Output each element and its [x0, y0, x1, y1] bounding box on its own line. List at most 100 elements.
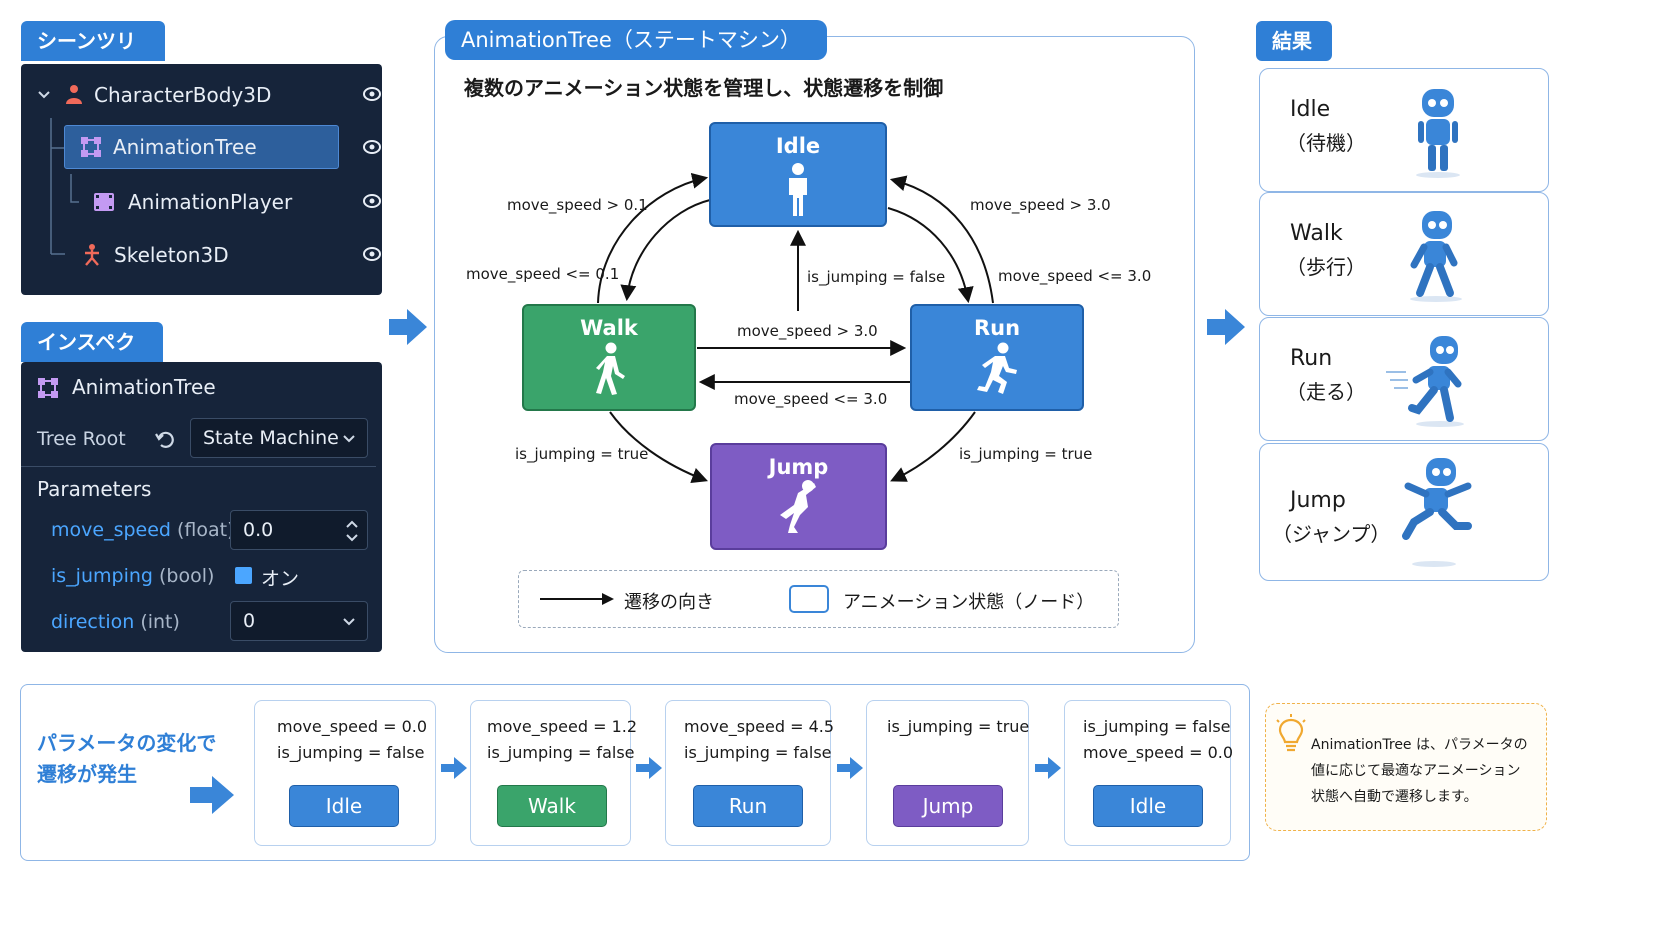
- state-node-run[interactable]: Run: [910, 304, 1084, 411]
- jumping-person-icon: [779, 480, 816, 533]
- state-label: Idle: [775, 134, 821, 158]
- result-state-en: Run: [1290, 346, 1333, 371]
- visibility-eye-icon[interactable]: [362, 244, 382, 264]
- result-state-jp: （走る）: [1286, 380, 1366, 404]
- state-label: Jump: [768, 455, 829, 479]
- flow-step-3: move_speed = 4.5 is_jumping = false Run: [665, 700, 835, 846]
- step-state-button[interactable]: Idle: [1093, 785, 1203, 827]
- scene-tree-tab[interactable]: シーンツリー: [21, 21, 165, 93]
- step-condition: is_jumping = false: [487, 743, 635, 762]
- tip-box: [1265, 703, 1547, 831]
- spinner-arrows-icon[interactable]: [345, 517, 359, 545]
- step-state-button[interactable]: Walk: [497, 785, 607, 827]
- step-condition: is_jumping = false: [1083, 717, 1231, 736]
- tree-root-value: State Machine: [203, 427, 339, 449]
- state-machine-tab[interactable]: AnimationTree（ステートマシン）: [445, 20, 827, 60]
- tree-node-animationplayer[interactable]: AnimationPlayer: [92, 180, 292, 224]
- character-body-icon: [66, 85, 82, 104]
- tree-node-label: AnimationTree: [113, 135, 257, 159]
- tip-line3: 状態へ自動で遷移します。: [1311, 789, 1478, 805]
- transition-arrows: [597, 172, 994, 483]
- animation-tree-icon: [81, 137, 101, 157]
- walking-person-icon: [596, 342, 625, 395]
- small-flow-arrow-icon: [1035, 757, 1061, 779]
- param-is-jumping-label: is_jumping (bool): [51, 565, 214, 587]
- state-node-idle[interactable]: Idle: [709, 122, 887, 227]
- state-label: Run: [973, 316, 1021, 340]
- state-node-jump[interactable]: Jump: [710, 443, 887, 550]
- animation-player-icon: [94, 193, 114, 211]
- edge-label-walk-to-run: move_speed > 3.0: [737, 322, 878, 340]
- step-state-button[interactable]: Jump: [893, 785, 1003, 827]
- visibility-eye-icon[interactable]: [362, 137, 382, 157]
- result-card-run: Run （走る）: [1259, 317, 1549, 441]
- param-name: direction: [51, 611, 135, 633]
- legend-box: [518, 570, 1119, 628]
- small-flow-arrow-icon: [837, 757, 863, 779]
- direction-select[interactable]: 0: [230, 601, 368, 641]
- is-jumping-value: オン: [261, 568, 300, 590]
- result-state-jp: （待機）: [1286, 131, 1366, 155]
- legend-arrow-label: 遷移の向き: [624, 592, 714, 613]
- skeleton-icon: [85, 244, 99, 266]
- legend-arrow-icon: [540, 593, 614, 605]
- step-state-button[interactable]: Idle: [289, 785, 399, 827]
- flow-title-line1: パラメータの変化で: [37, 731, 217, 755]
- param-name: is_jumping: [51, 565, 153, 587]
- edge-label-run-to-walk: move_speed <= 3.0: [734, 390, 888, 408]
- small-flow-arrow-icon: [636, 757, 662, 779]
- direction-value: 0: [243, 610, 256, 632]
- results-tab[interactable]: 結果: [1256, 21, 1332, 61]
- inspector-tab[interactable]: インスペクタ: [21, 322, 163, 394]
- tree-node-skeleton3d[interactable]: Skeleton3D: [80, 233, 229, 277]
- robot-jump-icon: [1402, 458, 1472, 567]
- visibility-eye-icon[interactable]: [362, 191, 382, 211]
- step-condition: is_jumping = true: [887, 717, 1030, 736]
- edge-label-run-to-jump: is_jumping = true: [959, 445, 1093, 463]
- result-state-en: Jump: [1290, 488, 1346, 513]
- is-jumping-checkbox[interactable]: [235, 567, 252, 584]
- revert-icon[interactable]: [153, 428, 177, 452]
- move-speed-input[interactable]: 0.0: [230, 510, 368, 550]
- step-condition: move_speed = 4.5: [684, 717, 835, 736]
- tree-root-label: Tree Root: [37, 428, 126, 450]
- edge-label-jump-to-idle: is_jumping = false: [807, 268, 946, 286]
- tip-line2: 値に応じて最適なアニメーション: [1311, 763, 1521, 779]
- step-state-button[interactable]: Run: [693, 785, 803, 827]
- result-card-walk: Walk （歩行）: [1259, 192, 1549, 316]
- result-card-idle: Idle （待機）: [1259, 68, 1549, 192]
- tree-node-label: Skeleton3D: [114, 243, 229, 267]
- divider: [21, 466, 376, 467]
- param-type: (int): [140, 611, 180, 633]
- step-condition: move_speed = 0.0: [1083, 743, 1234, 762]
- step-condition: is_jumping = false: [277, 743, 425, 762]
- parameters-title: Parameters: [37, 477, 152, 501]
- standing-person-icon: [789, 163, 807, 216]
- tree-node-characterbody3d[interactable]: CharacterBody3D: [36, 73, 271, 117]
- chevron-down-icon[interactable]: [36, 87, 52, 103]
- edge-label-idle-to-walk: move_speed <= 0.1: [466, 265, 620, 283]
- flow-step-2: move_speed = 1.2 is_jumping = false Walk: [470, 700, 637, 846]
- lightbulb-icon: [1276, 714, 1306, 752]
- state-node-walk[interactable]: Walk: [522, 304, 696, 411]
- tree-root-select[interactable]: State Machine: [190, 418, 368, 458]
- result-state-jp: （ジャンプ）: [1272, 522, 1391, 546]
- param-direction-label: direction (int): [51, 611, 180, 633]
- chevron-down-icon: [343, 435, 355, 443]
- visibility-eye-icon[interactable]: [362, 84, 382, 104]
- step-condition: is_jumping = false: [684, 743, 832, 762]
- tree-connectors: [50, 118, 79, 255]
- edge-label-walk-to-jump: is_jumping = true: [515, 445, 649, 463]
- tree-node-label: AnimationPlayer: [128, 190, 293, 214]
- flow-arrow-icon: [1207, 309, 1245, 345]
- flow-arrow-icon: [389, 309, 427, 345]
- tree-node-animationtree[interactable]: AnimationTree: [64, 125, 339, 169]
- running-person-icon: [977, 342, 1017, 394]
- small-flow-arrow-icon: [441, 757, 467, 779]
- edge-label-run-to-idle: move_speed <= 3.0: [998, 267, 1152, 285]
- param-type: (float): [177, 519, 235, 541]
- edge-label-idle-to-run: move_speed > 3.0: [970, 196, 1111, 214]
- robot-walk-icon: [1410, 211, 1462, 302]
- legend-node-label: アニメーション状態（ノード）: [843, 592, 1095, 613]
- param-name: move_speed: [51, 519, 171, 541]
